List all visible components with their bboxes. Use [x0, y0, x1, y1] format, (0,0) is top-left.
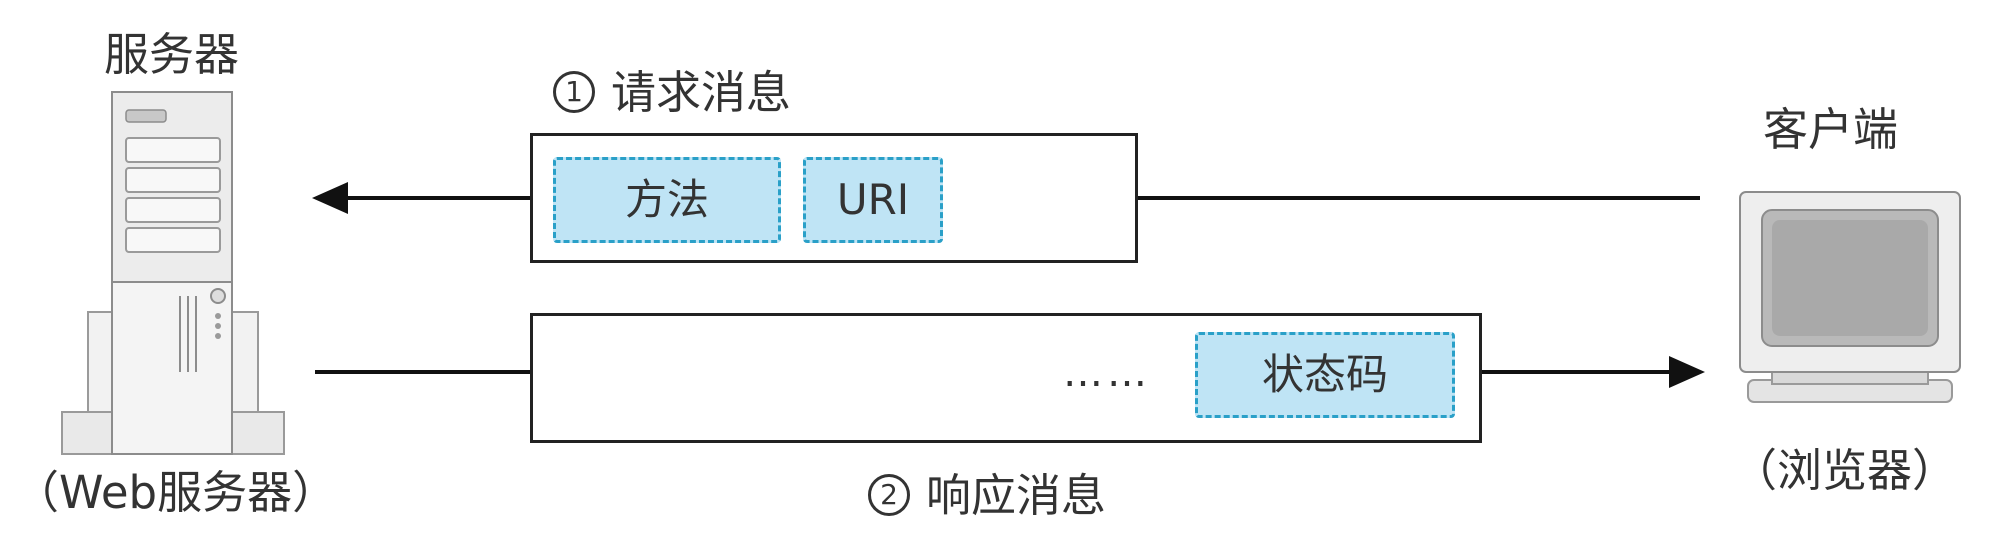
response-number-badge: 2	[868, 474, 910, 516]
server-title: 服务器	[104, 28, 240, 81]
status-code-field: 状态码	[1195, 332, 1455, 418]
response-flow	[315, 356, 1705, 388]
client-title: 客户端	[1763, 103, 1899, 156]
method-field: 方法	[553, 157, 781, 243]
desktop-monitor-icon	[1739, 191, 1961, 403]
request-number-badge: 1	[553, 71, 595, 113]
server-tower-icon	[61, 91, 285, 455]
request-flow	[312, 182, 1700, 214]
response-arrowhead	[1669, 356, 1705, 388]
request-title-text: 请求消息	[611, 66, 792, 119]
response-ellipsis: ……	[1063, 350, 1151, 396]
uri-field: URI	[803, 157, 943, 243]
server-subtitle: （Web服务器）	[14, 466, 338, 519]
client-subtitle: （浏览器）	[1732, 444, 1958, 497]
request-arrowhead	[312, 182, 348, 214]
response-title-text: 响应消息	[926, 469, 1107, 522]
